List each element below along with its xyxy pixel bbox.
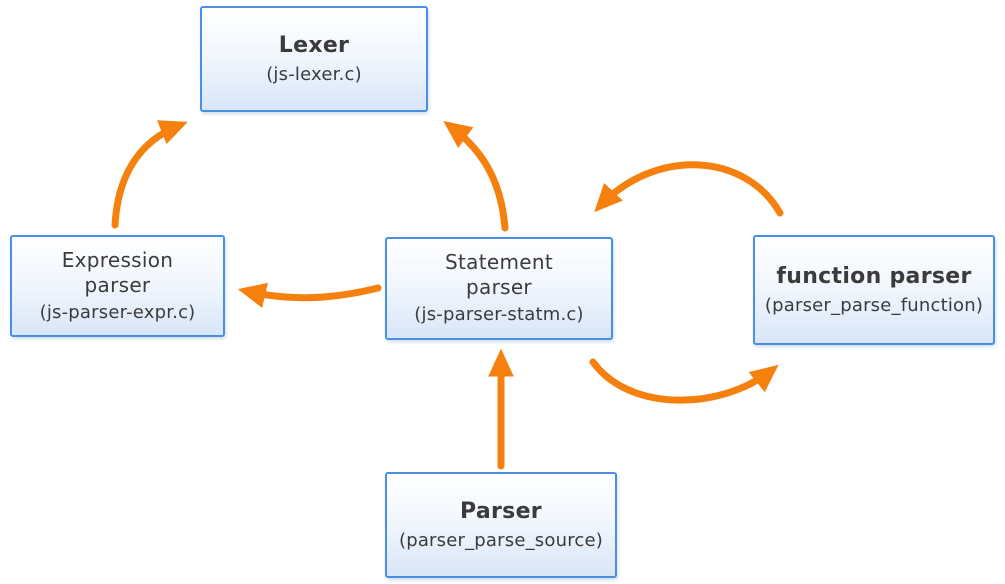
node-expression-parser-title: Expression parser xyxy=(61,247,174,297)
node-statement-parser-subtitle: (js-parser-statm.c) xyxy=(414,304,584,326)
arrow-expression-parser-to-lexer xyxy=(111,120,188,229)
node-statement-parser-title: Statement parser xyxy=(445,250,553,300)
node-expression-parser: Expression parser (js-parser-expr.c) xyxy=(10,235,225,337)
node-function-parser-title: function parser xyxy=(776,264,972,290)
node-function-parser-subtitle: (parser_parse_function) xyxy=(764,294,984,316)
arrow-statement-parser-to-expression-parser xyxy=(237,282,382,308)
node-parser: Parser (parser_parse_source) xyxy=(385,472,617,578)
node-parser-title: Parser xyxy=(460,499,542,525)
arrow-function-parser-to-statement-parser xyxy=(594,161,784,217)
node-function-parser: function parser (parser_parse_function) xyxy=(753,235,995,345)
node-parser-subtitle: (parser_parse_source) xyxy=(398,529,604,551)
node-lexer: Lexer (js-lexer.c) xyxy=(200,6,428,112)
node-statement-parser: Statement parser (js-parser-statm.c) xyxy=(385,237,613,340)
node-lexer-title: Lexer xyxy=(278,33,350,59)
node-expression-parser-subtitle: (js-parser-expr.c) xyxy=(39,301,196,323)
arrow-statement-parser-to-function-parser xyxy=(589,358,779,404)
node-lexer-subtitle: (js-lexer.c) xyxy=(266,63,362,85)
arrow-statement-parser-to-lexer xyxy=(443,121,509,232)
